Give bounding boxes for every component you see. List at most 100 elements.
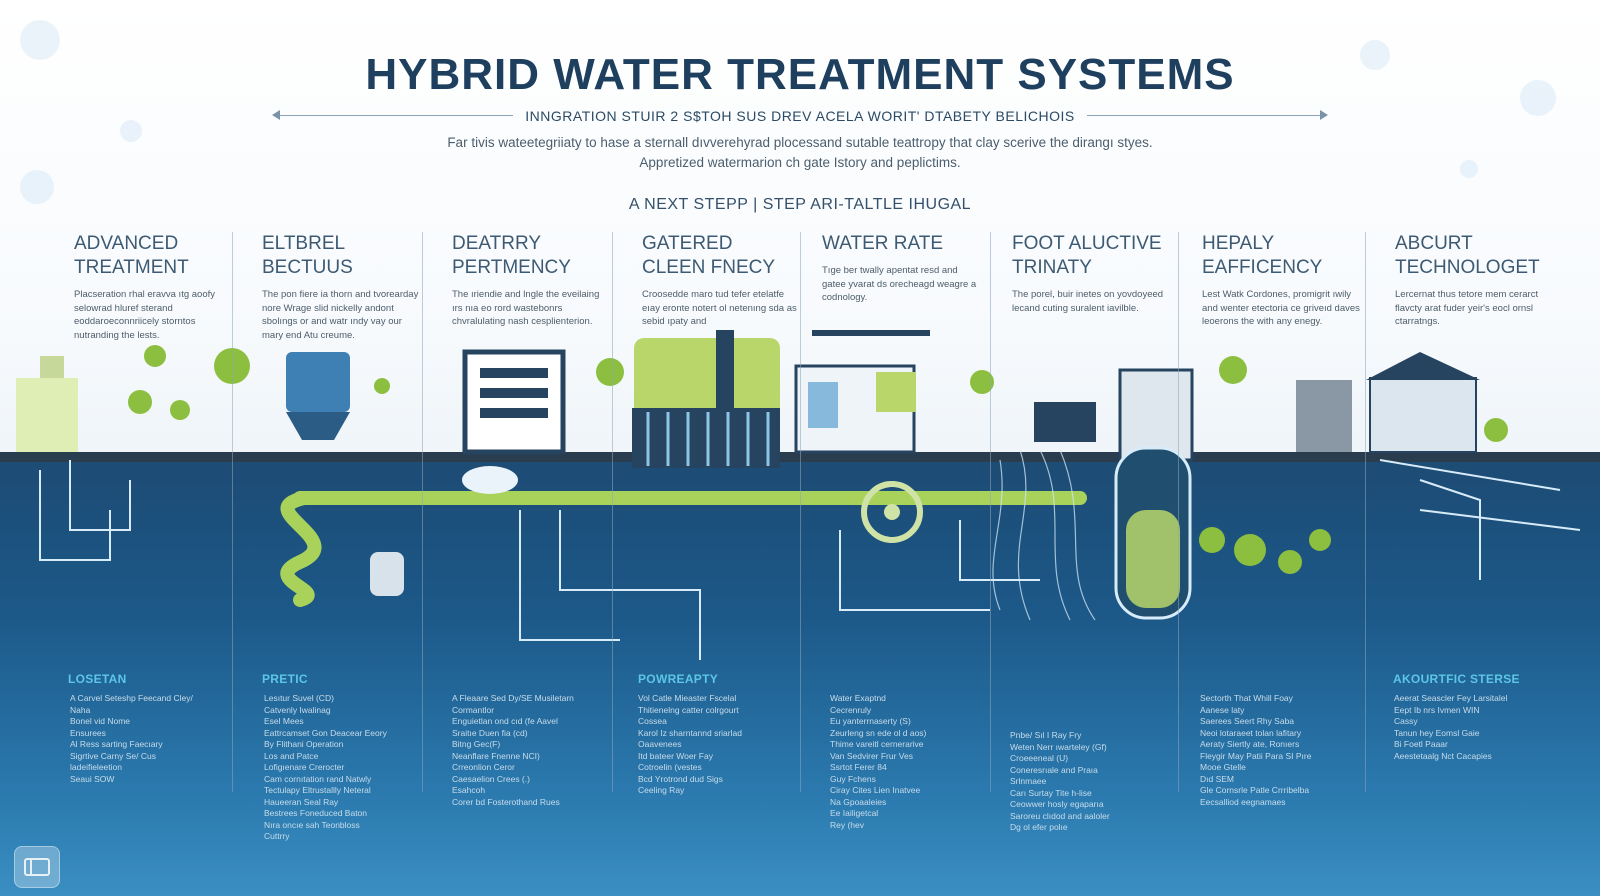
section-list: Aeerat Seascler Fey Larsitalel Eept Ib n… <box>1394 693 1507 762</box>
arrow-left-icon <box>272 110 280 120</box>
tree-icon <box>1309 529 1331 551</box>
column-title-line-2: TRINATY <box>1012 257 1092 278</box>
cloud-icon <box>462 466 518 494</box>
list-item: Bitng Gec(F) <box>452 739 501 749</box>
valve-hub <box>884 504 900 520</box>
column-title-line-1: WATER RATE <box>822 233 944 254</box>
tagline: A NEXT STEPP | STEP ARI-TALTLE IHUGAL <box>628 196 972 213</box>
tree-icon <box>374 378 390 394</box>
list-item: Fleygir May Patii Para SI Pıre <box>1200 750 1312 761</box>
tree-icon <box>144 345 166 367</box>
thin-pipes <box>39 459 1581 660</box>
list-item: Naha <box>70 704 91 715</box>
tank-hopper <box>286 412 350 440</box>
list-item: A Carvel Seteshp Feecand Cley/ <box>70 693 193 703</box>
pipe-rack <box>812 330 930 336</box>
chimney <box>40 356 64 378</box>
list-item: A Fleaare Sed Dy/SE Musiletarn <box>452 693 574 703</box>
reactor-liquid <box>1126 510 1180 608</box>
column-body: Lercernat thus tetore mem cerarct flavct… <box>1395 289 1539 327</box>
tree-icon <box>170 400 190 420</box>
list-item: Tanun hey Eomsl Gaie <box>1394 727 1480 738</box>
list-item: Guy Fchens <box>830 773 876 784</box>
section-list: Pnbe/ Sıl I Ray Fry Weten Nerr ıwarteley… <box>1010 730 1110 834</box>
list-item: Gle Cornsrle Patle Crrribelba <box>1200 785 1310 795</box>
subtitle-text: INNGRATION STUIR 2 S$TOH SUS DREV ACELA … <box>513 108 1087 124</box>
valve-wheel-icon <box>861 481 923 543</box>
tree-icon <box>1484 418 1508 442</box>
office-building <box>462 349 566 455</box>
section-list: Vol Catle Mieaster Fscelal Thitienelng c… <box>638 693 742 797</box>
building-windows <box>480 368 548 418</box>
water-tank <box>286 352 350 412</box>
list-item: ladeifieleetion <box>70 762 122 772</box>
list-item: Al Ress sarting Faecıary <box>70 739 163 749</box>
treatment-tank <box>634 338 780 418</box>
coil-pipe <box>280 491 322 607</box>
pipe <box>519 510 620 641</box>
subtitle: INNGRATION STUIR 2 S$TOH SUS DREV ACELA … <box>0 108 1600 124</box>
column-title-line-2: TECHNOLOGET <box>1395 257 1540 278</box>
list-item: Crreonlion Ceror <box>452 762 515 772</box>
bokeh-dot <box>1460 160 1478 178</box>
column-body: Placseration rhal eravva ıtg aoofy selow… <box>74 289 215 341</box>
list-item: Corer bd Fosterothand Rues <box>452 796 560 807</box>
list-item: Ciray Cites Lien Inatvee <box>830 785 921 795</box>
column-title-line-1: HEPALY <box>1202 233 1275 254</box>
section-list: Sectorth That Whill Foay Aanese laty Sae… <box>1200 693 1311 808</box>
column-title-line-1: ABCURT <box>1395 233 1473 254</box>
list-item: Ceeling Ray <box>638 785 685 795</box>
flow-lines <box>992 449 1096 621</box>
list-item: Saroreu clıdod and aaloler <box>1010 810 1110 821</box>
section-title: PRETIC <box>262 672 308 686</box>
column-title-line-2: EAFFICENCY <box>1202 257 1323 278</box>
flow-line <box>1017 449 1031 621</box>
list-item: Lesıtur Suvel (CD) <box>264 693 334 703</box>
bokeh-dot <box>1520 80 1556 116</box>
list-item: Thitienelng catter colrgourt <box>638 704 739 715</box>
filter-grid <box>632 408 780 468</box>
house-roof <box>1366 352 1480 380</box>
tank-icon <box>370 552 404 596</box>
pipe <box>1419 509 1581 531</box>
intro-line-1: Far tivis wateetegriiaty to hase a stern… <box>447 135 1153 150</box>
list-item: Eept Ib nrs Ivmen WIN <box>1394 704 1480 715</box>
column-title-line-1: FOOT ALUCTIVE <box>1012 233 1162 254</box>
intro-text: Far tivis wateetegriiaty to hase a stern… <box>340 133 1260 173</box>
column-title: WATER RATE <box>822 232 982 256</box>
list-item: Mooe Gtelle <box>1200 762 1246 772</box>
list-item: Itd bateer Woer Fay <box>638 750 713 761</box>
list-item: Aanese laty <box>1200 704 1245 715</box>
tree-icon <box>1234 534 1266 566</box>
list-item: Bonel vid Nome <box>70 716 131 726</box>
list-item: Dg ol efer polıe <box>1010 822 1068 832</box>
list-item: Van Sedvirer Frur Ves <box>830 750 913 761</box>
list-item: Rey (hev <box>830 819 865 830</box>
logo-icon <box>24 858 50 876</box>
list-item: Seaui SOW <box>70 773 115 784</box>
reactor-tower <box>1118 368 1194 462</box>
logo-badge <box>14 846 60 888</box>
column-title-line-1: DEATRRY <box>452 233 542 254</box>
window <box>480 368 548 378</box>
list-item: Pnbe/ Sıl I Ray Fry <box>1010 730 1082 740</box>
tree-icon <box>1278 550 1302 574</box>
list-item: Los and Patce <box>264 750 319 761</box>
list-item: Ssrtot Ferer 84 <box>830 762 887 772</box>
pipe <box>1379 459 1561 491</box>
list-item: Esahcoh <box>452 785 486 795</box>
column-divider <box>990 232 991 792</box>
pump-station <box>1034 402 1096 442</box>
list-item: Oaavenees <box>638 739 682 749</box>
list-item: Weten Nerr ıwarteley (Gf) <box>1010 741 1107 752</box>
list-item: Enguietlan ond cıd (fe Aavel <box>452 716 558 726</box>
column-title: FOOT ALUCTIVE TRINATY <box>1012 232 1172 280</box>
list-item: Water Exaptnd <box>830 693 886 703</box>
column-body: The ıriendie and lngle the eveilaing ırs… <box>452 289 600 327</box>
